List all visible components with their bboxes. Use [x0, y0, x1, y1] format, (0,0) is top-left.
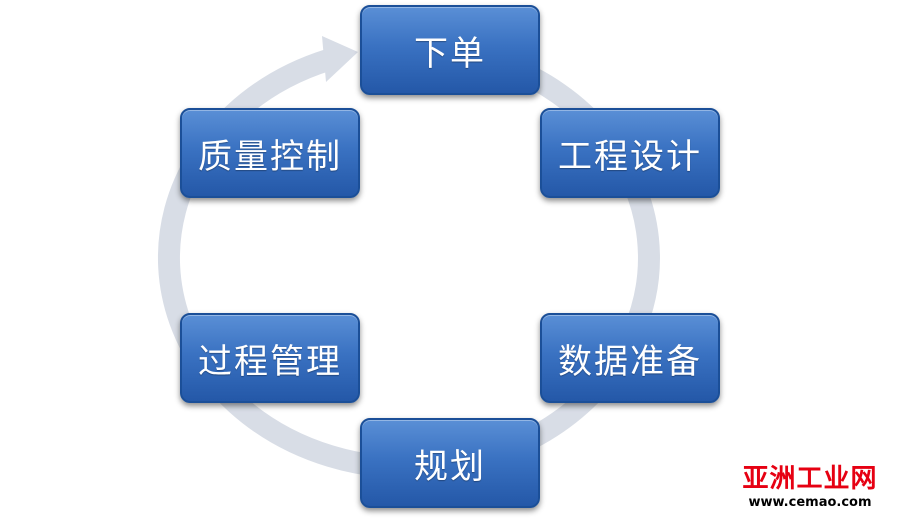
watermark-logo: 亚洲工业网 www.cemao.com	[730, 463, 890, 511]
stage-order-label: 下单	[414, 33, 486, 74]
watermark-title: 亚洲工业网	[742, 464, 878, 494]
stage-data-preparation: 数据准备	[540, 313, 720, 403]
stage-quality-control-label: 质量控制	[198, 136, 342, 177]
stage-planning-label: 规划	[414, 446, 486, 487]
stage-planning: 规划	[360, 418, 540, 508]
stage-data-preparation-label: 数据准备	[558, 341, 702, 382]
stage-engineering-design: 工程设计	[540, 108, 720, 198]
cycle-arrow-icon	[322, 36, 358, 82]
stage-process-management-label: 过程管理	[198, 341, 342, 382]
stage-quality-control: 质量控制	[180, 108, 360, 198]
watermark-url: www.cemao.com	[748, 495, 872, 510]
stage-engineering-design-label: 工程设计	[558, 136, 702, 177]
stage-order: 下单	[360, 5, 540, 95]
stage-process-management: 过程管理	[180, 313, 360, 403]
